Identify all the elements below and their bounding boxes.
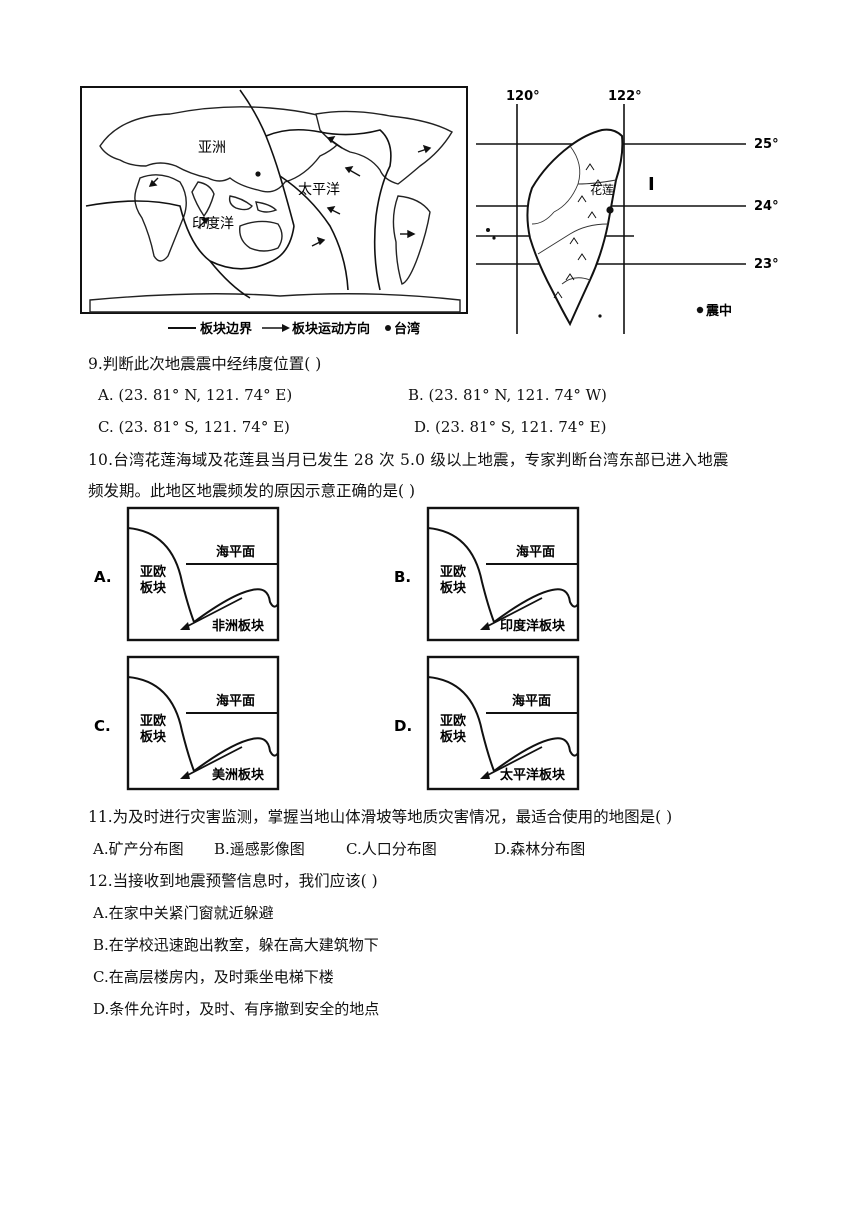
asia-label: 亚洲 — [198, 140, 226, 156]
panel-b-upper-2: 板块 — [440, 580, 467, 596]
q12-option-d[interactable]: D.条件允许时，及时、有序撤到安全的地点 — [93, 1000, 380, 1018]
panel-c-lower: 美洲板块 — [212, 767, 265, 783]
panel-b-letter: B. — [394, 568, 411, 586]
world-map-legend: 板块边界 板块运动方向 台湾 — [168, 321, 420, 337]
legend-epicenter: 震中 — [705, 303, 732, 319]
panel-b-upper-1: 亚欧 — [440, 564, 466, 580]
panel-c-letter: C. — [94, 717, 111, 735]
taiwan-island-outline — [526, 128, 624, 327]
panel-b-sea: 海平面 — [516, 544, 555, 560]
panel-d-upper-2: 板块 — [440, 729, 467, 745]
legend-motion: 板块运动方向 — [292, 321, 370, 337]
q10-panel-a[interactable]: A. 亚欧 板块 海平面 非洲板块 — [92, 506, 284, 644]
pacific-label: 太平洋 — [298, 182, 340, 198]
panel-a-sea: 海平面 — [216, 544, 255, 560]
indian-ocean-label: 印度洋 — [192, 216, 234, 232]
lat-23-label: 23° — [754, 257, 779, 272]
lat-24-label: 24° — [754, 199, 779, 214]
q9-stem: 9.判断此次地震震中经纬度位置( ) — [88, 355, 322, 373]
panel-a-letter: A. — [94, 568, 112, 586]
city-hualien-label: 花莲 — [590, 182, 614, 197]
q11-option-d[interactable]: D.森林分布图 — [494, 840, 586, 858]
q10-panel-b[interactable]: B. 亚欧 板块 海平面 印度洋板块 — [392, 506, 584, 644]
q9-option-c[interactable]: C. (23. 81° S, 121. 74° E) — [98, 418, 290, 436]
q11-option-b[interactable]: B.遥感影像图 — [214, 840, 305, 858]
legend-taiwan: 台湾 — [394, 321, 420, 337]
q11-option-a[interactable]: A.矿产分布图 — [93, 840, 184, 858]
q9-option-a[interactable]: A. (23. 81° N, 121. 74° E) — [98, 386, 293, 404]
q10-stem-line2: 频发期。此地区地震频发的原因示意正确的是( ) — [88, 482, 416, 500]
world-plate-map: 亚洲 太平洋 印度洋 板块边界 板块运动方向 台湾 — [80, 86, 468, 337]
lat-25-label: 25° — [754, 137, 779, 152]
q11-stem: 11.为及时进行灾害监测，掌握当地山体滑坡等地质灾害情况，最适合使用的地图是( … — [88, 808, 673, 826]
lon-122-label: 122° — [608, 89, 642, 104]
legend-boundary: 板块边界 — [200, 321, 252, 337]
q12-option-b[interactable]: B.在学校迅速跑出教室，躲在高大建筑物下 — [93, 936, 379, 954]
q10-stem-line1: 10.台湾花莲海域及花莲县当月已发生 28 次 5.0 级以上地震，专家判断台湾… — [88, 451, 729, 469]
q9-option-b[interactable]: B. (23. 81° N, 121. 74° W) — [408, 386, 607, 404]
panel-d-letter: D. — [394, 717, 412, 735]
panel-a-lower: 非洲板块 — [212, 618, 265, 634]
panel-c-upper-1: 亚欧 — [140, 713, 166, 729]
q12-option-c[interactable]: C.在高层楼房内，及时乘坐电梯下楼 — [93, 968, 334, 986]
q12-option-a[interactable]: A.在家中关紧门窗就近躲避 — [93, 904, 274, 922]
panel-d-sea: 海平面 — [512, 693, 551, 709]
q9-option-d[interactable]: D. (23. 81° S, 121. 74° E) — [414, 418, 607, 436]
q10-panel-c[interactable]: C. 亚欧 板块 海平面 美洲板块 — [92, 655, 284, 793]
taiwan-map: 120° 122° 25° 24° 23° 花莲 I 震中 — [476, 89, 779, 334]
panel-c-upper-2: 板块 — [140, 729, 167, 745]
q10-panel-d[interactable]: D. 亚欧 板块 海平面 太平洋板块 — [392, 655, 584, 793]
panel-d-lower: 太平洋板块 — [499, 767, 566, 783]
q11-option-c[interactable]: C.人口分布图 — [346, 840, 437, 858]
panel-a-upper-1: 亚欧 — [140, 564, 166, 580]
lon-120-label: 120° — [506, 89, 540, 104]
panel-b-lower: 印度洋板块 — [500, 618, 566, 634]
north-arrow-icon: I — [648, 174, 655, 195]
panel-d-upper-1: 亚欧 — [440, 713, 466, 729]
panel-c-sea: 海平面 — [216, 693, 255, 709]
q12-stem: 12.当接收到地震预警信息时，我们应该( ) — [88, 872, 378, 890]
panel-a-upper-2: 板块 — [140, 580, 167, 596]
